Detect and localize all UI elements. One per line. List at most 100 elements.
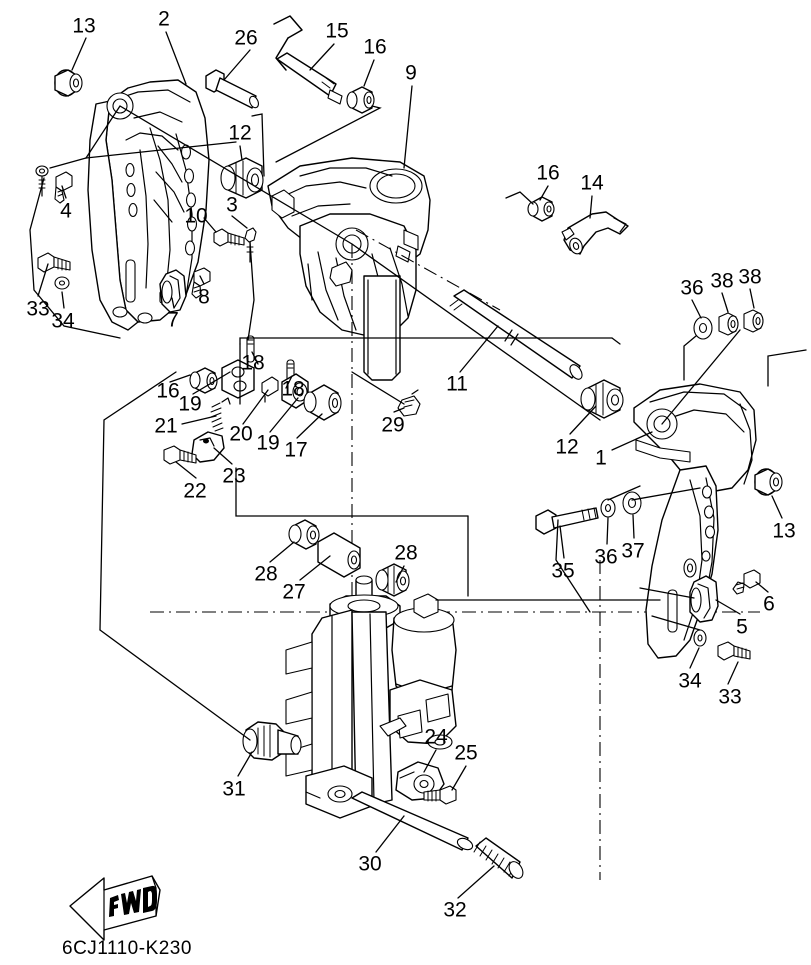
part-31-cap <box>242 721 302 761</box>
fwd-arrow-icon <box>69 875 161 941</box>
part-21-spring <box>210 397 231 432</box>
part-13-nut-left <box>54 69 83 97</box>
callout-16-bushing: 16 <box>363 35 387 59</box>
part-28-bushing-b <box>375 563 410 597</box>
part-29-clip <box>397 389 421 417</box>
part-38-washer-b <box>743 309 764 333</box>
callout-37-washer: 37 <box>621 539 645 563</box>
part-32-spring <box>473 837 524 879</box>
part-15-rod-bent <box>273 15 343 105</box>
part-ptt-cylinder-assembly <box>285 575 457 819</box>
part-eyelet-left <box>35 165 49 197</box>
callout-33-bolt: 33 <box>718 685 742 709</box>
callout-2-bracket-clamp-left: 2 <box>158 7 170 31</box>
callout-8-bolt: 8 <box>198 285 210 309</box>
callout-32-spring-coil: 32 <box>443 898 467 922</box>
callout-6-bolt: 6 <box>763 592 775 616</box>
callout-18-pin-18a: 18 <box>241 351 265 375</box>
part-3-grease-nipple <box>244 227 257 263</box>
callout-16-bushing: 16 <box>156 379 180 403</box>
part-8-bolt-left <box>191 267 211 299</box>
callout-19-collar: 19 <box>178 392 202 416</box>
part-14-lever <box>561 211 629 255</box>
part-7-anode-left <box>159 269 187 313</box>
part-36-washer-top <box>693 316 713 340</box>
callout-12-bushing-shaft: 12 <box>555 435 579 459</box>
callout-20-pin-20: 20 <box>229 422 253 446</box>
callout-13-nut: 13 <box>772 519 796 543</box>
callout-17-bushing-17: 17 <box>284 438 308 462</box>
callout-33-bolt: 33 <box>26 297 50 321</box>
callout-9-bracket-swivel: 9 <box>405 61 417 85</box>
callout-22-bolt: 22 <box>183 479 207 503</box>
callout-13-nut: 13 <box>72 14 96 38</box>
part-1-clamp-bracket-right <box>633 383 757 659</box>
callout-12-bushing-shaft: 12 <box>228 121 252 145</box>
callout-1-bracket-clamp-right: 1 <box>595 446 607 470</box>
callout-11-shaft-clamp-bracket: 11 <box>446 372 468 396</box>
part-6-bolt-right <box>732 569 761 595</box>
diagram-code-label: 6CJ1110-K230 <box>62 938 192 959</box>
leader-lines <box>37 31 783 899</box>
part-20-pin <box>261 376 279 403</box>
callout-34-washer: 34 <box>678 669 702 693</box>
centerline-shaft-upper <box>355 229 501 311</box>
callout-15-rod-bent: 15 <box>325 19 349 43</box>
callout-38-washer-38a: 38 <box>710 269 734 293</box>
part-9-swivel-bracket <box>267 157 431 381</box>
part-28-bushing-a <box>288 519 320 550</box>
group-connector-lines <box>29 105 807 741</box>
part-2-clamp-bracket-left <box>87 79 210 331</box>
callout-29-clip-circlip: 29 <box>381 413 405 437</box>
part-12-bushing-right <box>580 379 624 419</box>
callout-28-bushing-28b: 28 <box>394 541 418 565</box>
part-4-bolt <box>54 171 73 204</box>
callout-10-screw: 10 <box>184 204 208 228</box>
part-35-bolt <box>535 507 599 535</box>
part-18-pin-a <box>246 335 255 363</box>
part-36-washer-right <box>600 498 616 518</box>
callout-14-lever-link: 14 <box>580 171 604 195</box>
callout-28-bushing-28a: 28 <box>254 562 278 586</box>
part-34-washer-right <box>693 629 707 647</box>
callout-36-washer: 36 <box>680 276 704 300</box>
part-30-rod <box>351 791 474 851</box>
part-33-bolt-right <box>717 641 751 661</box>
part-19-collar-a <box>221 359 255 399</box>
part-27-pin <box>317 532 361 578</box>
part-11-shaft <box>449 289 583 380</box>
callout-4-bolt: 4 <box>60 199 72 223</box>
callout-36-washer: 36 <box>594 545 618 569</box>
callout-24-bracket-anchor: 24 <box>424 725 448 749</box>
callout-31-cap-reservoir: 31 <box>222 777 246 801</box>
callout-30-rod-shaft: 30 <box>358 852 382 876</box>
part-34-washer-left <box>54 276 70 290</box>
part-23-bracket-small <box>191 431 225 463</box>
callout-19-collar: 19 <box>256 431 280 455</box>
part-22-bolt <box>163 445 197 465</box>
callout-25-bolt: 25 <box>454 741 478 765</box>
part-5-anode-right <box>689 575 719 623</box>
part-17-bushing <box>303 384 342 421</box>
callout-5-anode: 5 <box>736 615 748 639</box>
callout-34-washer: 34 <box>51 309 75 333</box>
callout-18-pin-18b: 18 <box>281 377 305 401</box>
callout-23-bracket-small: 23 <box>222 464 246 488</box>
part-33-bolt-left <box>37 252 71 273</box>
part-16-bushing-right <box>527 196 555 222</box>
callout-3-grease-nipple: 3 <box>226 193 238 217</box>
callout-7-anode: 7 <box>167 308 179 332</box>
callout-38-washer-38b: 38 <box>738 265 762 289</box>
callout-16-bushing: 16 <box>536 161 560 185</box>
callout-35-bolt-long: 35 <box>551 559 575 583</box>
part-38-washer-a <box>718 312 739 336</box>
part-16-bushing-top <box>346 86 375 114</box>
callout-27-pin-27: 27 <box>282 580 306 604</box>
part-13-nut-right <box>754 468 783 496</box>
part-10-screw <box>213 228 245 247</box>
part-26-bolt-long <box>205 69 259 109</box>
part-16-bushing-mid <box>189 367 218 394</box>
callout-21-spring: 21 <box>154 414 178 438</box>
